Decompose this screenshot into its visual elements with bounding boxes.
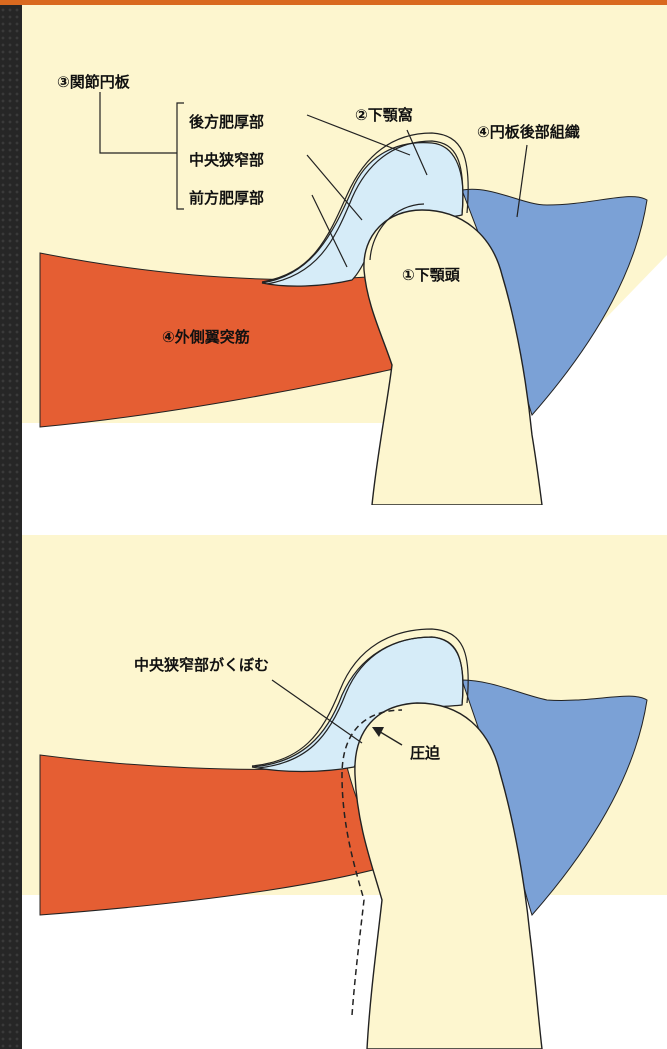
tmj-diagram-normal: ③関節円板 後方肥厚部 中央狭窄部 前方肥厚部 ②下顎窩 ④円板後部組織 ①下顎… [22,5,667,505]
label-articular-disc: ③関節円板 [57,73,131,91]
label-compression: 圧迫 [410,744,441,762]
tmj-compressed-svg: 中央狭窄部がくぼむ 圧迫 [22,505,667,1049]
label-intermediate-zone: 中央狭窄部 [189,151,264,169]
lower-background [22,423,432,505]
label-lateral-pterygoid: ④外側翼突筋 [162,328,250,346]
label-mandibular-fossa: ②下顎窩 [355,106,413,124]
label-retrodiscal-tissue: ④円板後部組織 [477,123,580,141]
label-anterior-band: 前方肥厚部 [189,189,264,207]
label-intermediate-depressed: 中央狭窄部がくぼむ [134,656,269,674]
tmj-diagram-compressed: 中央狭窄部がくぼむ 圧迫 [22,505,667,1049]
label-posterior-band: 後方肥厚部 [188,113,264,131]
label-condyle: ①下顎頭 [402,266,461,284]
tmj-normal-svg: ③関節円板 後方肥厚部 中央狭窄部 前方肥厚部 ②下顎窩 ④円板後部組織 ①下顎… [22,5,667,505]
